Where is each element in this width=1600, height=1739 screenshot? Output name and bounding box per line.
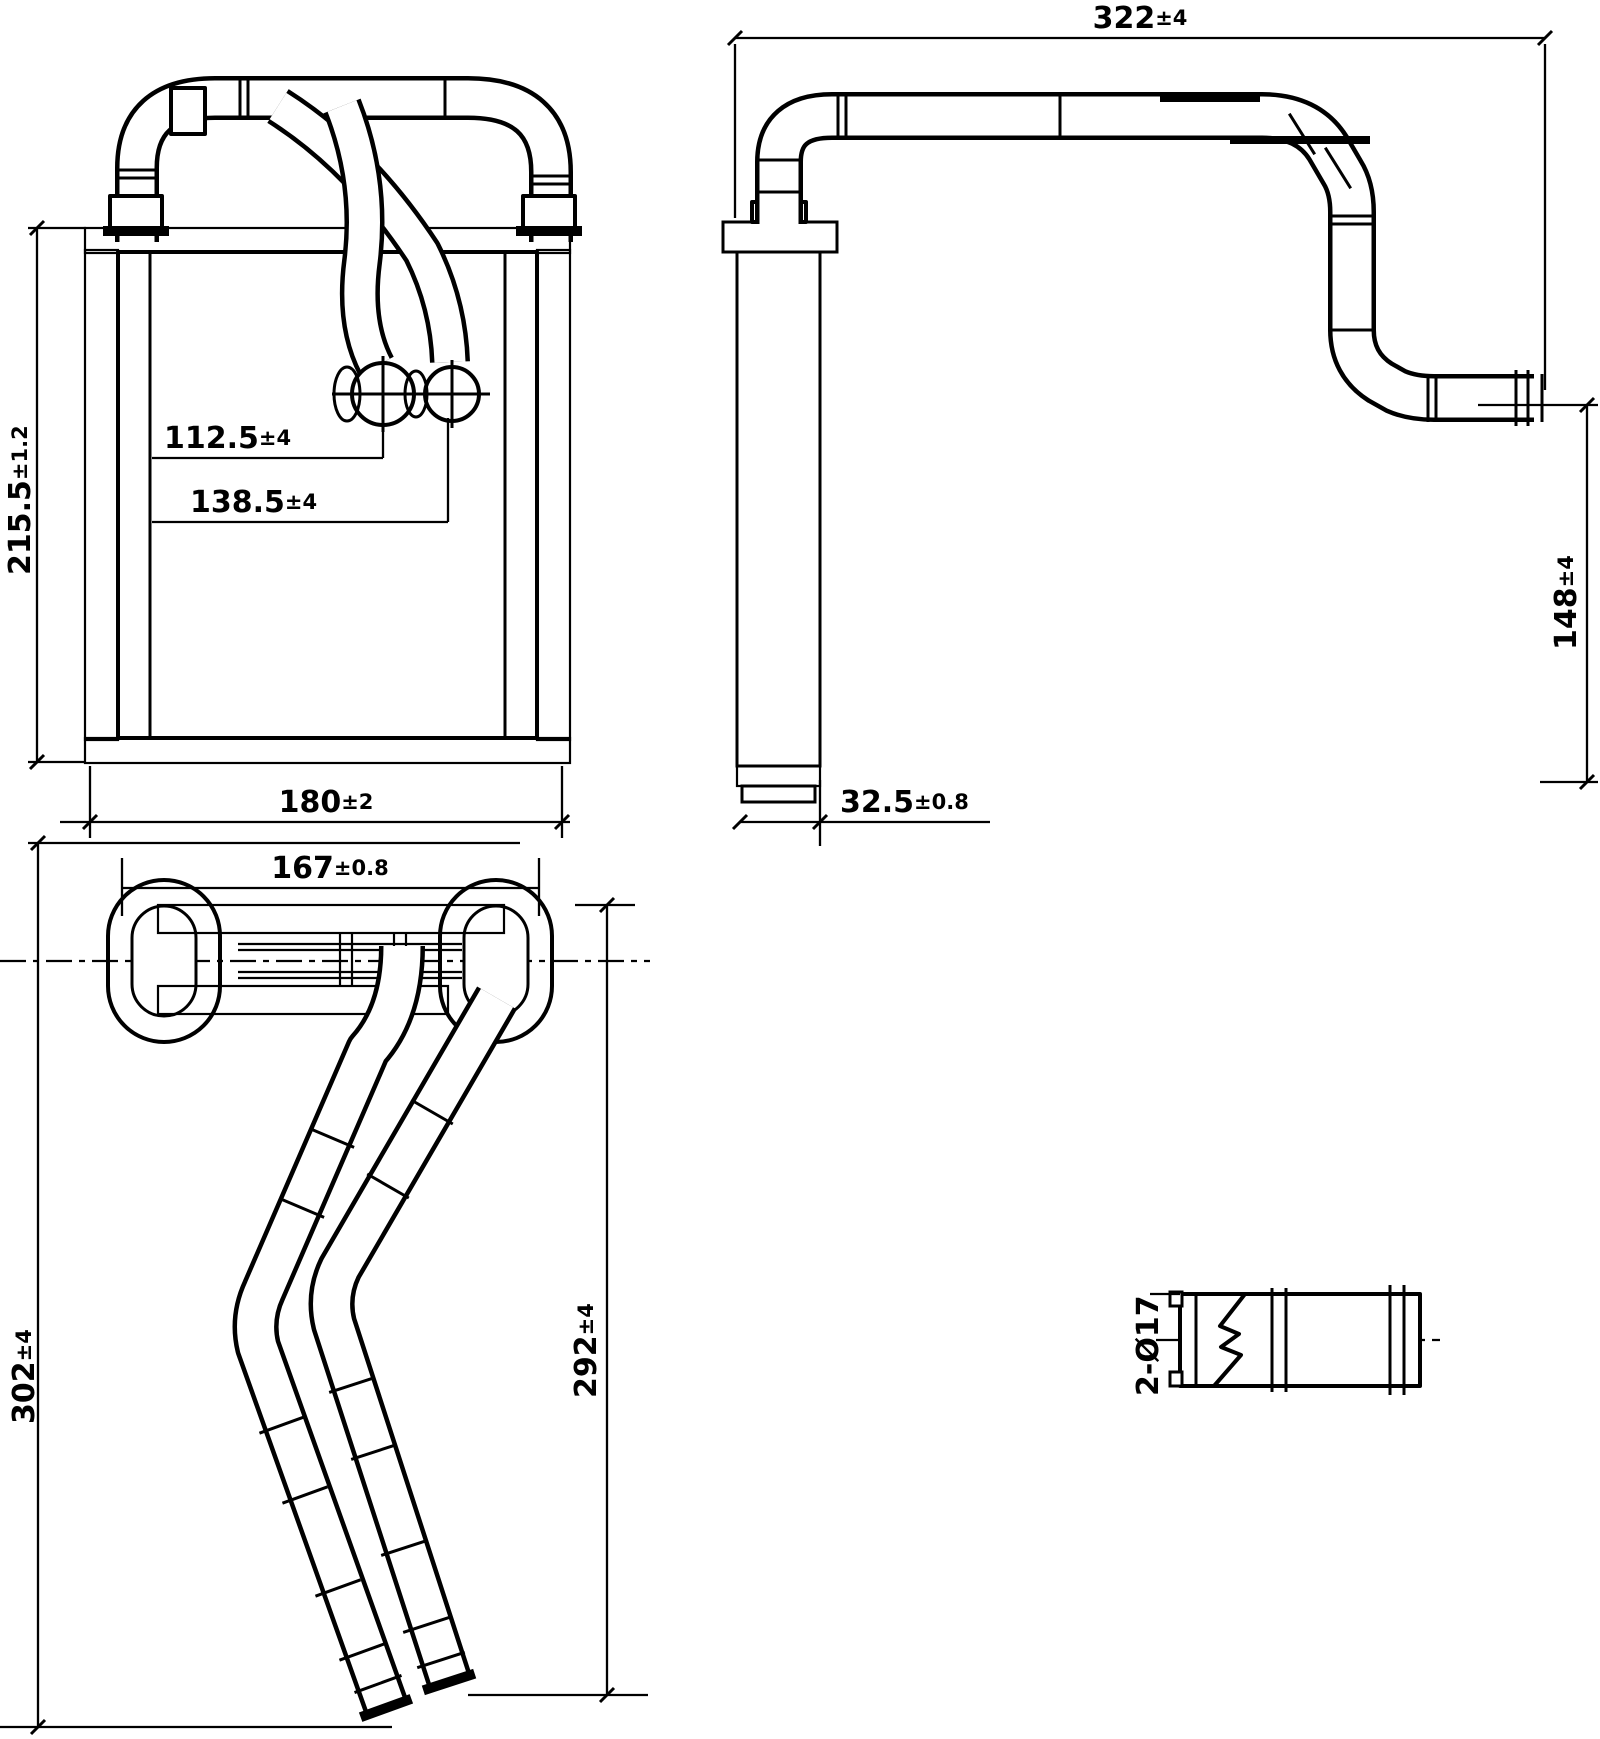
side-pipe [755, 92, 1544, 426]
tank-boss-left [106, 878, 222, 1044]
joint-ticks [757, 94, 1544, 426]
pipe-joint-collar [169, 86, 207, 136]
dim-front-outlet: 138.5±4 [152, 418, 450, 524]
dim-side-span: 322±4 [726, 1, 1554, 390]
pipe-detail-tab-top [1168, 1290, 1184, 1308]
pipe-end-cap-right [421, 1668, 477, 1696]
tank [106, 878, 554, 1044]
pipe-flanges [103, 194, 582, 236]
pipe-detail-tab-bottom [1168, 1370, 1184, 1388]
tank-crimp-bottom [156, 984, 450, 1016]
dim-front-width: 180±2 [60, 766, 571, 838]
front-view: 215.5±1.2 112.5±4 138.5±4 180±2 [3, 76, 582, 838]
dim-top-width: 167±0.8 [120, 851, 541, 916]
pipe-end-ring [416, 1650, 466, 1670]
dim-label-front-height: 215.5±1.2 [3, 425, 38, 575]
dim-label-top-left-length: 302±4 [7, 1329, 42, 1424]
joint-ticks [116, 78, 572, 186]
dim-label-front-outlet: 138.5±4 [190, 485, 317, 520]
core-top-cap [721, 220, 839, 254]
pipe-overlap-mark [1160, 95, 1260, 102]
tank-crimp-top [156, 903, 506, 935]
break-line [1212, 1292, 1247, 1388]
crossing-pipes [267, 89, 470, 376]
dim-side-drop: 148±4 [1478, 396, 1598, 791]
gasket-band-left [83, 248, 120, 742]
core-bottom-cap [740, 784, 817, 804]
joint-ticks [258, 1098, 454, 1662]
dim-label-front-inlet: 112.5±4 [164, 421, 291, 456]
dim-top-right-length: 292±4 [468, 896, 648, 1704]
dim-front-inlet: 112.5±4 [152, 412, 385, 460]
top-arch-pipe [115, 76, 573, 242]
gasket-band-right [535, 248, 572, 742]
pipe-detail-view: 2-Ø17 [1131, 1285, 1440, 1396]
pipe-overlap-mark [1230, 136, 1370, 144]
pipe-end-ring [353, 1674, 403, 1694]
pipe-detail-body [1178, 1292, 1422, 1388]
inlet-outlet-ports [332, 356, 490, 432]
dim-label-side-span: 322±4 [1093, 1, 1188, 36]
dim-label-top-width: 167±0.8 [271, 851, 388, 886]
dim-front-height: 215.5±1.2 [3, 219, 86, 771]
core-bottom-crimp [735, 764, 822, 788]
gasket-band-bottom [83, 736, 572, 765]
core-face [116, 250, 539, 740]
dim-label-detail-ports: 2-Ø17 [1131, 1295, 1166, 1396]
dim-label-side-depth: 32.5±0.8 [840, 785, 969, 820]
dim-top-left-length: 302±4 [0, 834, 392, 1736]
side-view: 322±4 32.5±0.8 148±4 [721, 1, 1598, 846]
dim-label-front-width: 180±2 [279, 785, 374, 820]
down-pipes [232, 945, 517, 1722]
pipe-end-cap-left [358, 1694, 414, 1722]
core-column [735, 250, 822, 768]
dim-side-depth: 32.5±0.8 [731, 780, 990, 846]
tank-boss-left-inner [130, 904, 198, 1018]
dim-label-side-drop: 148±4 [1549, 555, 1584, 650]
dim-label-top-right-length: 292±4 [569, 1303, 604, 1398]
top-view: 167±0.8 302±4 292±4 [0, 834, 650, 1736]
